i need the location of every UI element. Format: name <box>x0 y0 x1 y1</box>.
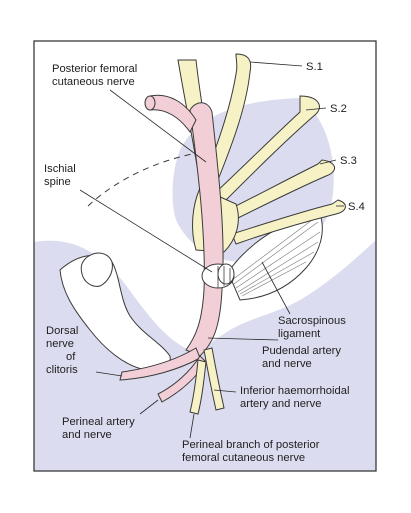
frame-border <box>33 40 377 472</box>
leader-haemorrhoidal <box>213 389 237 393</box>
label-posterior-femoral: Posterior femoral cutaneous nerve <box>52 63 140 88</box>
sacral-nerve-roots <box>192 53 346 253</box>
perineal-femoral-branch <box>189 359 207 415</box>
leader-s1 <box>249 61 303 67</box>
leader-s2 <box>305 107 327 111</box>
label-s2: S.2 <box>330 103 347 115</box>
pudendal-vessel-trunk <box>185 102 224 357</box>
ischial-spine-knob <box>201 263 235 289</box>
leader-lines <box>79 61 344 439</box>
s3-root <box>223 159 335 223</box>
label-sacrospinous: Sacrospinous ligament <box>278 315 349 340</box>
s4-root <box>231 199 346 245</box>
leader-perineal-branch <box>189 413 195 439</box>
leader-sacrospinous <box>261 261 291 315</box>
ischium-inner-bone <box>80 252 113 287</box>
label-s4: S.4 <box>348 201 365 213</box>
leader-posterior-femoral <box>109 89 207 163</box>
dorsal-nerve-branch <box>119 347 201 381</box>
vessel-cut-end <box>144 95 156 111</box>
perineal-branches <box>119 347 225 415</box>
leader-perineal <box>139 399 159 415</box>
sacrospinous-ligament <box>227 213 323 301</box>
leader-ischial-spine <box>79 189 213 273</box>
label-perineal: Perineal artery and nerve <box>62 416 138 441</box>
leader-dorsal <box>95 371 123 377</box>
label-dorsal-nerve: Dorsal nerve of clitoris <box>46 325 81 376</box>
label-s3: S.3 <box>340 155 357 167</box>
obturator-outline <box>87 149 221 207</box>
gluteal-vessel-branch <box>149 94 197 133</box>
labels: Posterior femoral cutaneous nerve Ischia… <box>44 61 365 464</box>
label-pudendal: Pudendal artery and nerve <box>262 345 344 370</box>
leader-s3 <box>319 159 337 165</box>
s2-root <box>211 95 320 205</box>
leader-pudendal <box>207 337 279 341</box>
label-s1: S.1 <box>306 61 323 73</box>
label-perineal-branch: Perineal branch of posterior femoral cut… <box>182 439 323 464</box>
ligament-fibres <box>231 219 321 297</box>
label-inferior-haemorrhoidal: Inferior haemorrhoidal artery and nerve <box>240 385 353 410</box>
label-ischial-spine: Ischial spine <box>44 163 79 188</box>
inferior-haemorrhoidal-branch <box>203 347 225 411</box>
